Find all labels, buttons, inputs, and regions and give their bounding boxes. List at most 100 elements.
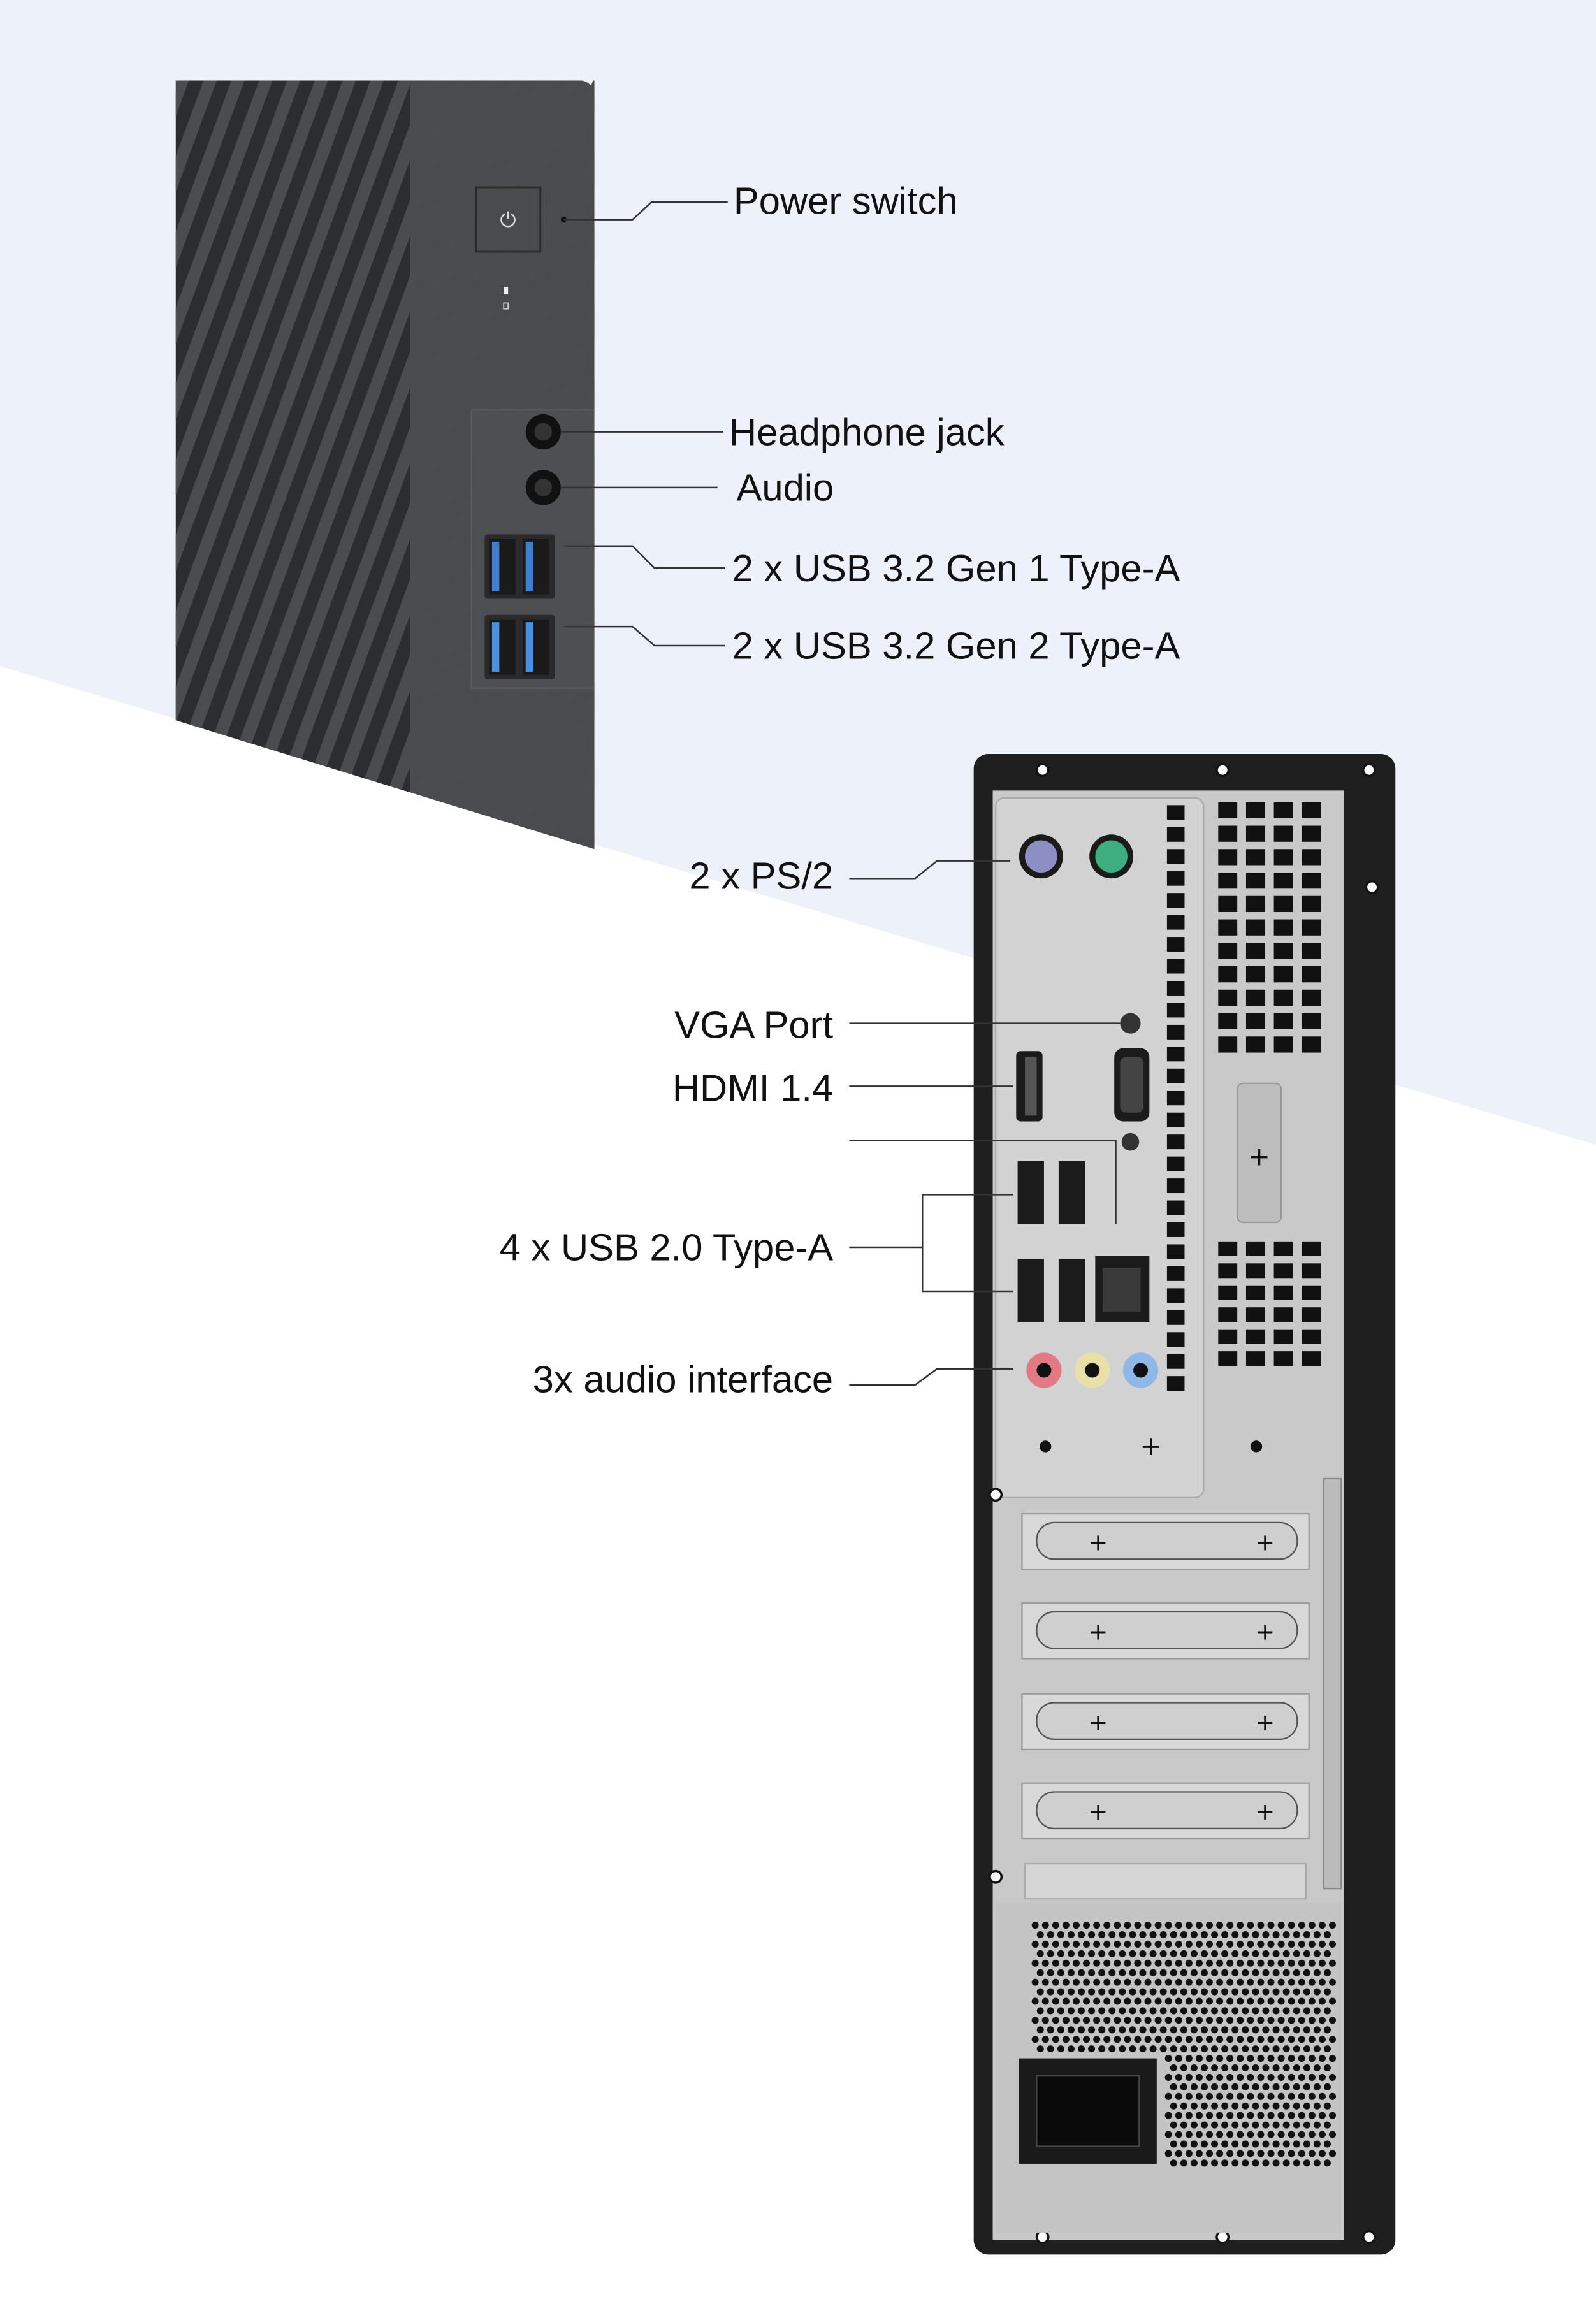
- grill-hole: [1047, 2045, 1054, 2053]
- stripe: [272, 80, 579, 850]
- grill-hole: [1062, 1959, 1070, 1967]
- grill-hole: [1323, 1988, 1331, 1996]
- expansion-slot: ++: [1021, 1512, 1310, 1570]
- grill-hole: [1078, 2045, 1085, 2053]
- grill-hole: [1221, 1931, 1229, 1939]
- vent-slot: [1218, 966, 1238, 983]
- svg-text:+: +: [1089, 1709, 1108, 1736]
- vent-slot: [1302, 802, 1321, 819]
- grill-hole: [1180, 2159, 1187, 2167]
- grill-hole: [1262, 2007, 1270, 2015]
- grill-hole: [1047, 1988, 1054, 1996]
- grill-hole: [1237, 1959, 1244, 1967]
- grill-hole: [1318, 1978, 1326, 1986]
- grill-hole: [1221, 2064, 1229, 2072]
- grill-hole: [1328, 2131, 1337, 2138]
- grill-hole: [1149, 2026, 1157, 2034]
- grill-hole: [1216, 1978, 1224, 1986]
- vent-slot: [1166, 915, 1185, 930]
- grill-hole: [1119, 1969, 1126, 1976]
- grill-hole: [1231, 2083, 1239, 2090]
- grill-hole: [1313, 2045, 1321, 2053]
- grill-hole: [1195, 2055, 1203, 2062]
- grill-hole: [1164, 2017, 1172, 2024]
- grill-hole: [1237, 2131, 1244, 2138]
- vent-slot: [1245, 802, 1265, 819]
- grill-hole: [1308, 2017, 1316, 2024]
- grill-hole: [1098, 1988, 1106, 1996]
- grill-hole: [1083, 2036, 1091, 2043]
- grill-hole: [1093, 1940, 1101, 1948]
- grill-hole: [1272, 2026, 1280, 2034]
- grill-hole: [1200, 2007, 1208, 2015]
- grill-hole: [1185, 2073, 1193, 2081]
- vent-slot: [1302, 1263, 1321, 1279]
- grill-hole: [1154, 2036, 1162, 2043]
- grill-hole: [1328, 1940, 1337, 1948]
- grill-hole: [1134, 1978, 1142, 1986]
- grill-hole: [1257, 2017, 1265, 2024]
- grill-hole: [1206, 2055, 1214, 2062]
- grill-hole: [1093, 1959, 1101, 1967]
- grill-hole: [1083, 2017, 1091, 2024]
- grill-hole: [1277, 1997, 1285, 2005]
- grill-hole: [1114, 1940, 1121, 1948]
- grill-hole: [1328, 2036, 1337, 2043]
- grill-hole: [1282, 2064, 1290, 2072]
- grill-hole: [1093, 2017, 1101, 2024]
- grill-hole: [1062, 1940, 1070, 1948]
- grill-hole: [1067, 2007, 1075, 2015]
- grill-hole: [1052, 1959, 1059, 1967]
- grill-hole: [1252, 2102, 1259, 2110]
- grill-hole: [1211, 2045, 1219, 2053]
- grill-hole: [1262, 1969, 1270, 1976]
- vent-slot: [1166, 1376, 1185, 1391]
- grill-hole: [1242, 2026, 1249, 2034]
- grill-hole: [1277, 2131, 1285, 2138]
- grill-hole: [1078, 2026, 1085, 2034]
- grill-hole: [1200, 2121, 1208, 2129]
- grill-hole: [1103, 1940, 1111, 1948]
- grill-hole: [1144, 1978, 1152, 1986]
- grill-hole: [1282, 1988, 1290, 1996]
- grill-hole: [1318, 2131, 1326, 2138]
- vent-slot: [1166, 1244, 1185, 1259]
- grill-hole: [1154, 1940, 1162, 1948]
- rear-vents: [1166, 802, 1321, 1391]
- grill-hole: [1200, 2159, 1208, 2167]
- grill-hole: [1252, 2083, 1259, 2090]
- grill-hole: [1134, 1922, 1142, 1929]
- usb3-gen1-ports: [484, 534, 555, 599]
- grill-hole: [1262, 1988, 1270, 1996]
- grill-hole: [1231, 1931, 1239, 1939]
- grill-hole: [1221, 2045, 1229, 2053]
- grill-hole: [1041, 1959, 1049, 1967]
- grill-hole: [1323, 1950, 1331, 1957]
- vent-slot: [1245, 1351, 1265, 1366]
- grill-hole: [1323, 2045, 1331, 2053]
- grill-hole: [1303, 2064, 1310, 2072]
- grill-hole: [1164, 2055, 1172, 2062]
- grill-hole: [1047, 2026, 1054, 2034]
- grill-hole: [1154, 1978, 1162, 1986]
- power-button[interactable]: [475, 186, 542, 253]
- grill-hole: [1206, 1940, 1214, 1948]
- grill-hole: [1159, 2045, 1167, 2053]
- grill-hole: [1257, 1978, 1265, 1986]
- grill-hole: [1170, 2159, 1177, 2167]
- grill-hole: [1114, 1959, 1121, 1967]
- grill-hole: [1200, 1931, 1208, 1939]
- grill-hole: [1119, 1931, 1126, 1939]
- grill-hole: [1262, 2121, 1270, 2129]
- grill-hole: [1175, 2055, 1182, 2062]
- grill-hole: [1144, 1940, 1152, 1948]
- grill-hole: [1149, 2007, 1157, 2015]
- svg-text:+: +: [1255, 1529, 1275, 1556]
- grill-hole: [1093, 1997, 1101, 2005]
- grill-hole: [1139, 1969, 1147, 1976]
- grill-hole: [1328, 2017, 1337, 2024]
- grill-hole: [1052, 1997, 1059, 2005]
- grill-hole: [1170, 1950, 1177, 1957]
- grill-hole: [1200, 2026, 1208, 2034]
- grill-hole: [1257, 2092, 1265, 2100]
